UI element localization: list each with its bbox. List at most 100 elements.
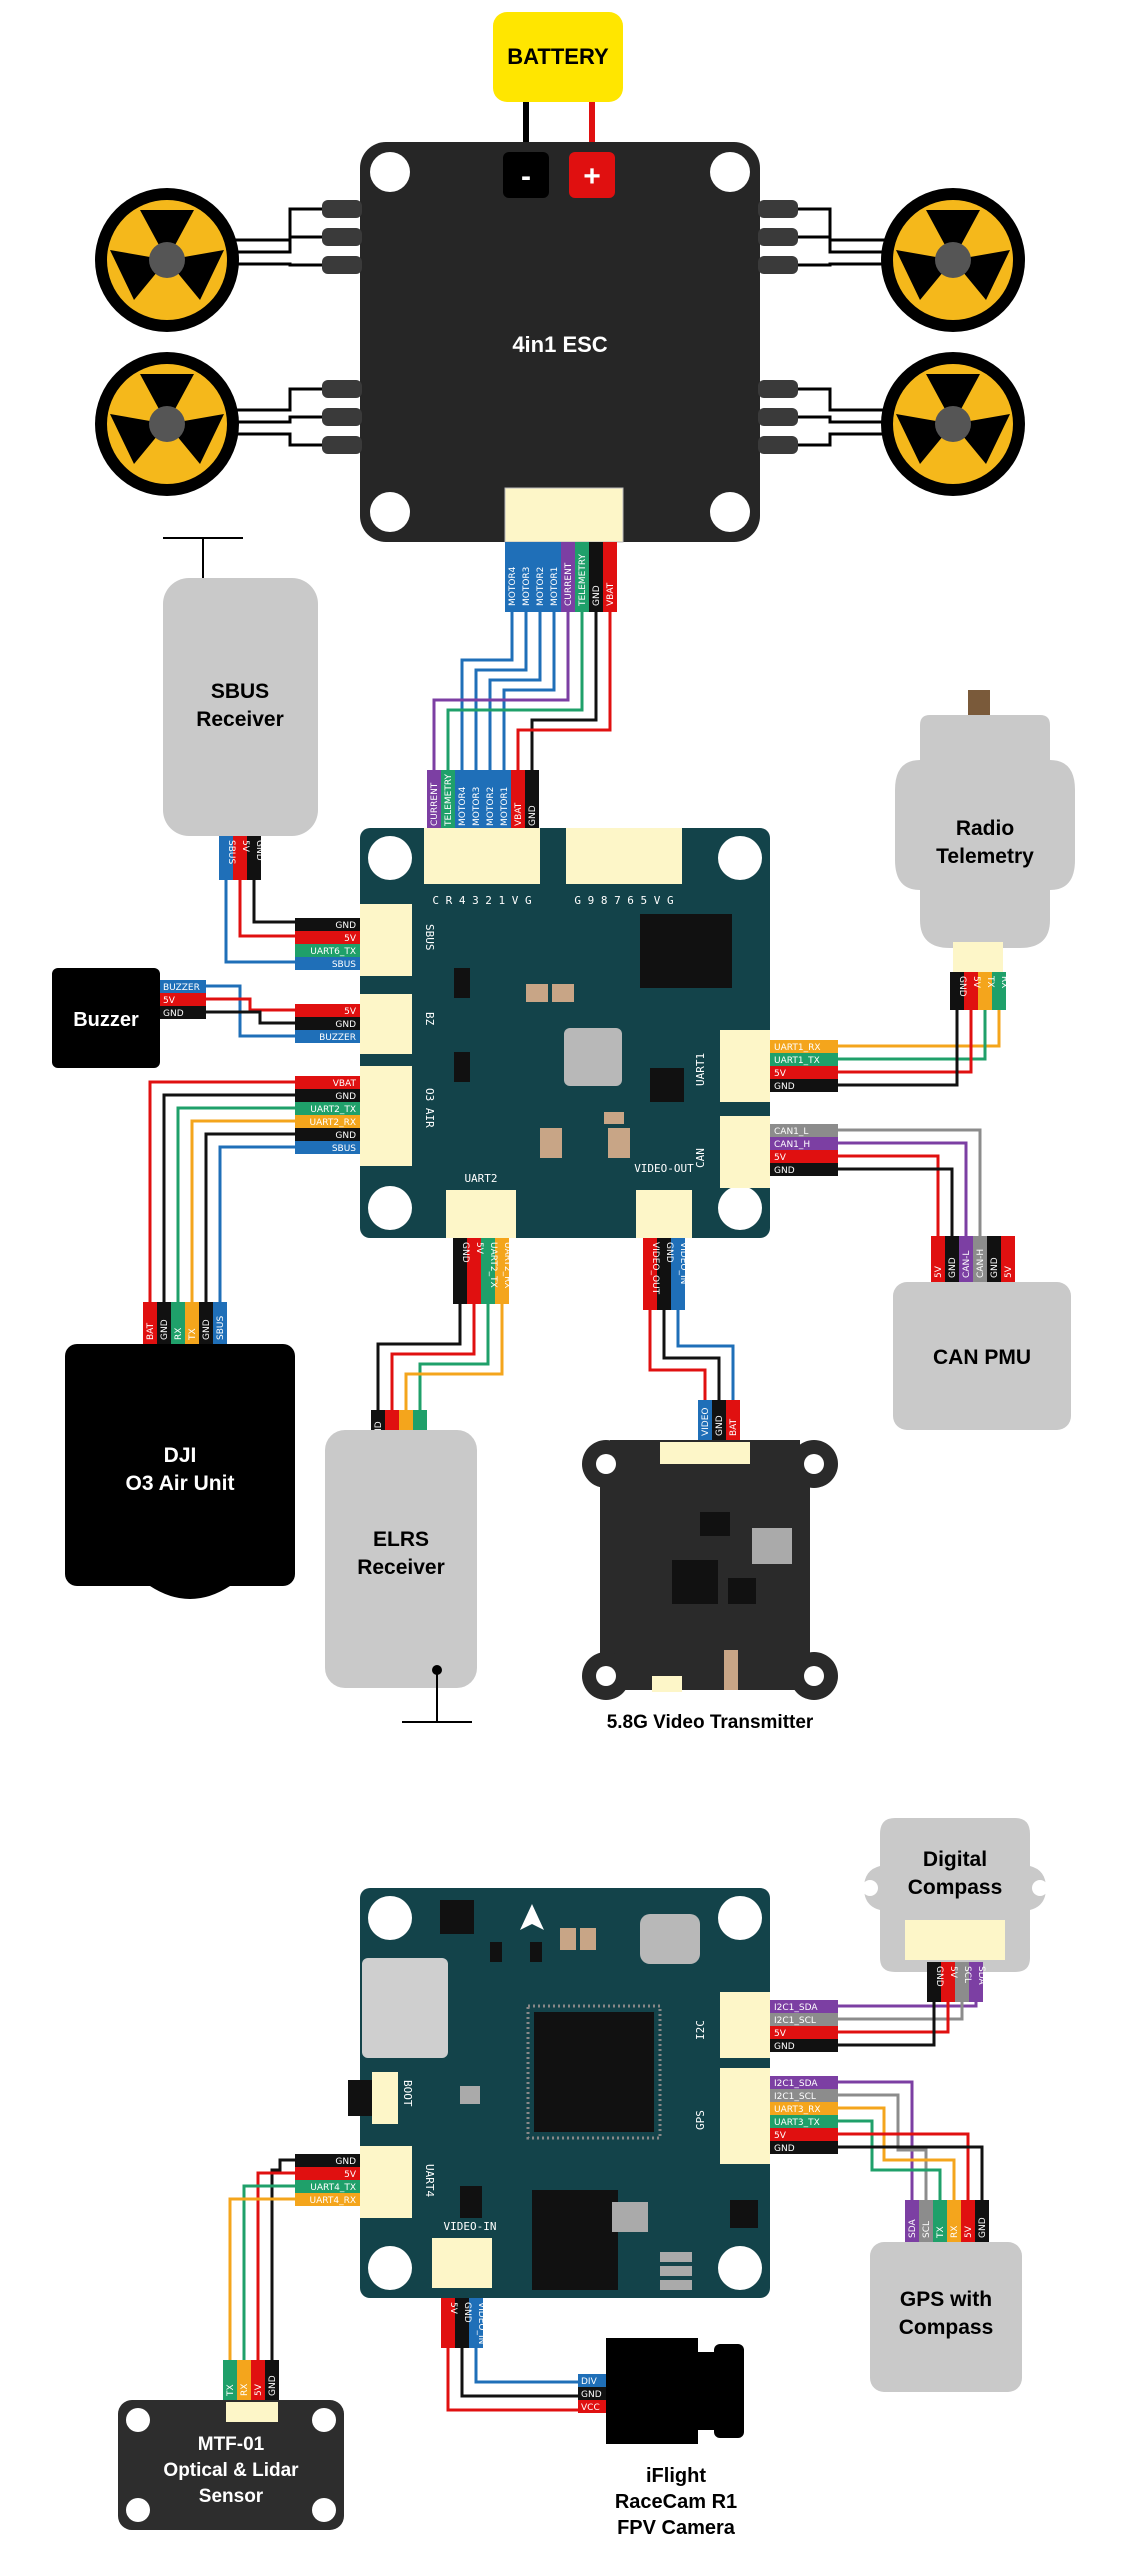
fc1-can-pin-2: CAN1_H [774,1140,810,1150]
fc1-o3-silk: O3 AIR [423,1088,436,1128]
fc1-uart1-silk: UART1 [694,1053,707,1086]
esc-fc-wires [432,612,612,770]
fc1-o3-pin-2: GND [335,1092,356,1102]
fc2-gps-pin-3: UART3_RX [774,2105,821,2115]
fc1-uart2-pin-4: UART2_RX [502,1242,512,1289]
fc2-vin-pin-1: 5V [448,2302,458,2315]
elrs-line1: ELRS [373,1528,429,1551]
flight-controller-board: C R 4 3 2 1 V G G 9 8 7 6 5 V G SBUS BZ … [360,828,770,1238]
fc2-boot-silk: BOOT [401,2080,414,2107]
fc1-uart1-pin-3: 5V [774,1069,787,1079]
fc2-uart4-pins: GND 5V UART4_TX UART4_RX [295,2154,360,2206]
gps-pin-6: GND [978,2217,988,2238]
camera-line1: iFlight [646,2465,706,2487]
can-pmu-pin-1: 5V [934,1265,944,1278]
fc1-uart1-pin-4: GND [774,1082,795,1092]
buzzer-pin-3: GND [163,1009,184,1019]
buzzer-label: Buzzer [73,1009,139,1031]
radio-telemetry: Radio Telemetry GND 5V TX RX [895,690,1075,1010]
fc2-vin-pin-2: GND [462,2302,472,2323]
esc-pin-6: TELEMETRY [578,553,588,607]
mtf-line3: Sensor [199,2486,264,2507]
fc1-silk-aux: G 9 8 7 6 5 V G [574,894,673,907]
sbus-rx-pin-1: SBUS [226,840,236,864]
motor-front-left [95,188,239,332]
gps-line2: Compass [899,2316,994,2339]
gps-pin-3: TX [936,2226,946,2239]
fc1-uart2-pin-1: GND [460,1242,470,1263]
fc1-top-pin-1: CURRENT [430,782,440,826]
can-pmu-pin-4: CAN-H [976,1249,986,1278]
esc-pin-strip: MOTOR4 MOTOR3 MOTOR2 MOTOR1 CURRENT TELE… [505,542,617,612]
esc-pin-1: MOTOR4 [508,566,518,606]
telemetry-pin-1: GND [957,976,967,997]
telemetry-pin-2: 5V [971,976,981,989]
motor-front-right [881,188,1025,332]
gps-with-compass: SDA SCL TX RX 5V GND GPS with Compass [870,2200,1022,2392]
compass-line1: Digital [923,1848,987,1871]
digital-compass: Digital Compass GND 5V SCL SDA [862,1818,1048,2002]
fc1-can-pins: CAN1_L CAN1_H 5V GND [770,1124,838,1176]
dji-pin-5: GND [202,1319,212,1340]
fc2-i2c-pin-2: I2C1_SCL [774,2016,816,2026]
dji-pin-2: GND [160,1319,170,1340]
camera-pin-3: VCC [581,2403,600,2413]
can-pmu: 5V GND CAN-L CAN-H GND 5V CAN PMU [893,1236,1071,1430]
esc-pin-3: MOTOR2 [536,567,546,606]
camera-pin-1: DIV [581,2377,598,2387]
esc-pin-2: MOTOR3 [522,567,532,606]
mtf-line2: Optical & Lidar [163,2460,299,2481]
vtx-pin-3: BAT [729,1418,739,1436]
fc2-i2c-pin-4: GND [774,2042,795,2052]
fc1-bz-silk: BZ [423,1012,436,1026]
dji-o3-air-unit: BAT GND RX TX GND SBUS DJI O3 Air Unit [65,1302,295,1599]
fc1-uart2-silk: UART2 [464,1172,497,1185]
fc2-vin-pin-3: VIDEO_IN [476,2302,486,2344]
motor-rear-right [881,352,1025,496]
esc-pin-8: VBAT [606,582,616,606]
compass-pin-2: 5V [948,1966,958,1979]
sbus-receiver-line1: SBUS [211,680,269,703]
battery-label: BATTERY [507,44,609,69]
can-pmu-label: CAN PMU [933,1346,1031,1369]
fc2-uart4-silk: UART4 [423,2164,436,2197]
fc1-vout-silk: VIDEO-OUT [634,1162,694,1175]
fc2-i2c-pin-1: I2C1_SDA [774,2003,818,2013]
sbus-rx-pin-2: 5V [240,840,250,853]
fc1-sbus-pin-4: SBUS [332,960,356,970]
telemetry-pin-3: TX [985,975,995,988]
sbus-receiver-line2: Receiver [196,708,284,731]
dji-pin-3: RX [174,1328,184,1340]
can-pmu-pin-2: GND [948,1257,958,1278]
fc1-can-pin-3: 5V [774,1153,787,1163]
fc1-top-pin-4: MOTOR3 [472,787,482,826]
mtf-pin-3: 5V [254,2383,264,2396]
can-pmu-pin-6: 5V [1004,1265,1014,1278]
telemetry-line2: Telemetry [936,845,1034,868]
fc1-top-pin-6: MOTOR1 [500,787,510,826]
dji-pin-4: TX [188,1328,198,1341]
fc1-uart2-pins: GND 5V UART2_TX UART2_RX [453,1238,512,1304]
fc1-o3-pin-6: SBUS [332,1144,356,1154]
fc1-can-silk: CAN [694,1148,707,1168]
fc1-o3-pins: VBAT GND UART2_TX UART2_RX GND SBUS [295,1076,360,1154]
fc1-silk-motor: C R 4 3 2 1 V G [432,894,531,907]
camera-line3: FPV Camera [617,2517,736,2539]
fc2-gps-pin-2: I2C1_SCL [774,2092,816,2102]
fc1-uart1-pin-2: UART1_TX [774,1056,820,1066]
camera-line2: RaceCam R1 [615,2491,737,2513]
fc1-bz-pins: 5V GND BUZZER [295,1004,360,1043]
mtf-line1: MTF-01 [198,2434,265,2455]
esc-pin-4: MOTOR1 [550,567,560,606]
fc1-can-pin-4: GND [774,1166,795,1176]
esc-label: 4in1 ESC [512,332,607,357]
gps-pin-4: RX [950,2226,960,2238]
esc-pin-5: CURRENT [564,562,574,606]
fc1-vout-pin-3: VIDEO_IN [678,1242,688,1284]
fc1-sbus-silk: SBUS [423,924,436,951]
motor-rear-left [95,352,239,496]
fc1-o3-pin-1: VBAT [333,1079,357,1089]
compass-pin-3: SCL [962,1966,972,1983]
camera-pin-2: GND [581,2390,602,2400]
